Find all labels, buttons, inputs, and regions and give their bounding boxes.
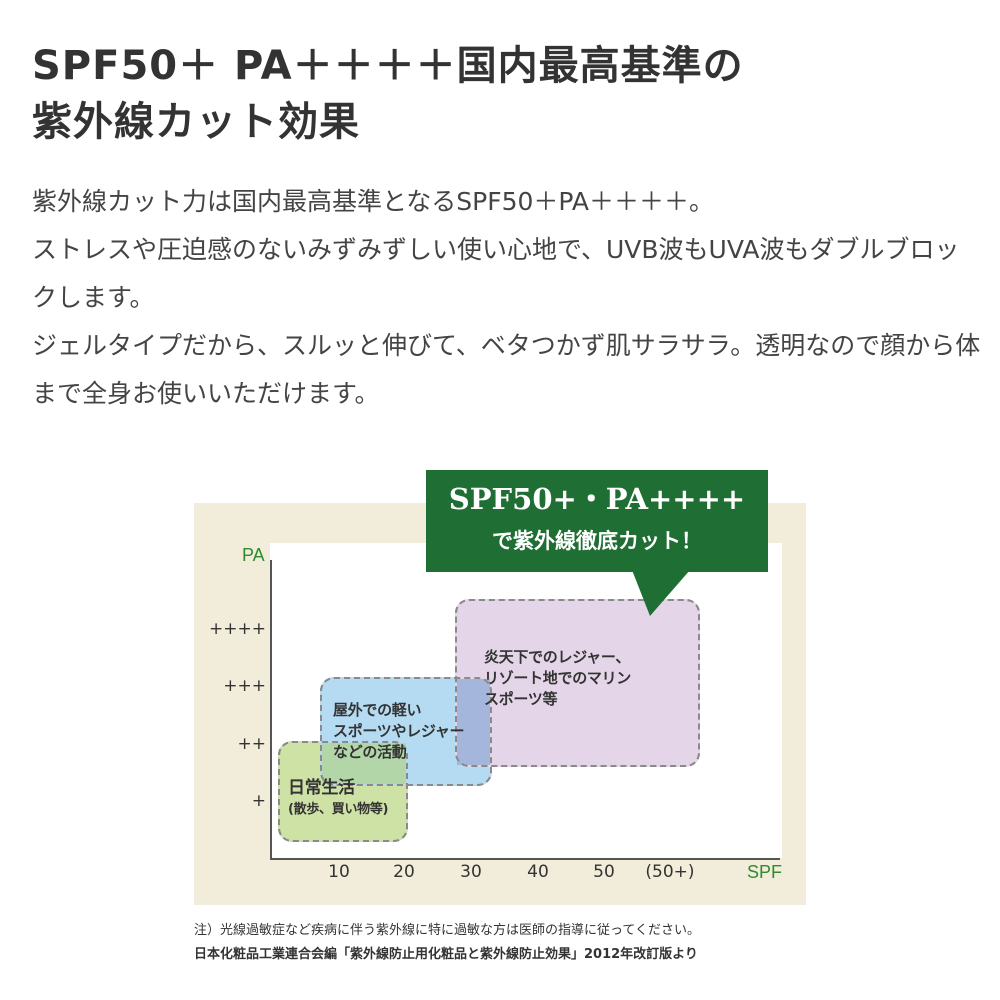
zone-outline: [278, 741, 408, 842]
heading-line-2: 紫外線カット効果: [32, 99, 360, 145]
heading-line-1: SPF50＋ PA＋＋＋＋国内最高基準の: [32, 43, 744, 89]
zone-outline: [455, 599, 700, 767]
zone-label-intense-outdoor: 炎天下でのレジャー、 リゾート地でのマリン スポーツ等: [484, 647, 631, 710]
footnote: 注）光線過敏症など疾病に伴う紫外線に特に過敏な方は医師の指導に従ってください。: [194, 923, 700, 938]
callout-tail-shape: [632, 570, 690, 616]
description: 紫外線カット力は国内最高基準となるSPF50＋PA＋＋＋＋。 ストレスや圧迫感の…: [32, 178, 982, 418]
callout-box: [426, 470, 768, 572]
zone-label-line: スポーツ等: [484, 690, 558, 708]
x-tick-label: 30: [460, 862, 482, 882]
x-tick-label: 50: [593, 862, 615, 882]
zone-overlap: [322, 743, 406, 784]
zone-outline: [320, 677, 492, 786]
y-tick-label: ++: [237, 734, 267, 754]
callout-line-2: で紫外線徹底カット！: [492, 529, 702, 553]
x-tick-label: (50+): [645, 862, 695, 882]
x-axis-line: [270, 858, 780, 860]
zone-label-line: スポーツやレジャー: [333, 722, 465, 740]
zone-label-line: 日常生活: [288, 778, 355, 798]
y-tick-label: +++: [223, 676, 266, 696]
zone-label-line: 炎天下でのレジャー、: [484, 648, 631, 666]
y-tick-label: ++++: [209, 619, 266, 639]
x-tick-label: 20: [393, 862, 415, 882]
zone-overlap: [457, 679, 490, 765]
y-tick-label: +: [251, 791, 266, 811]
description-paragraph: 紫外線カット力は国内最高基準となるSPF50＋PA＋＋＋＋。: [32, 187, 714, 216]
y-axis-line: [270, 560, 272, 860]
x-tick-label: 40: [527, 862, 549, 882]
zone-label-line: (散歩、買い物等): [288, 802, 389, 817]
zone-label-daily-life: 日常生活 (散歩、買い物等): [288, 778, 388, 820]
description-paragraph: ストレスや圧迫感のないみずみずしい使い心地で、UVB波もUVA波もダブルブロック…: [32, 235, 960, 312]
zone-label-line: リゾート地でのマリン: [484, 669, 632, 687]
zone-label-line: などの活動: [333, 743, 407, 761]
callout-line-1: SPF50+・PA++++: [448, 482, 746, 516]
page-heading: SPF50＋ PA＋＋＋＋国内最高基準の 紫外線カット効果: [32, 38, 744, 150]
source-note: 日本化粧品工業連合会編「紫外線防止用化粧品と紫外線防止効果」2012年改訂版より: [194, 947, 698, 962]
y-axis-title: PA: [242, 545, 265, 565]
description-paragraph: ジェルタイプだから、スルッと伸びて、ベタつかず肌サラサラ。透明なので顔から体まで…: [32, 331, 981, 408]
x-tick-label: 10: [328, 862, 350, 882]
zone-label-line: 屋外での軽い: [333, 701, 422, 719]
zone-label-light-outdoor: 屋外での軽い スポーツやレジャー などの活動: [333, 700, 465, 763]
x-axis-title: SPF: [747, 862, 783, 882]
